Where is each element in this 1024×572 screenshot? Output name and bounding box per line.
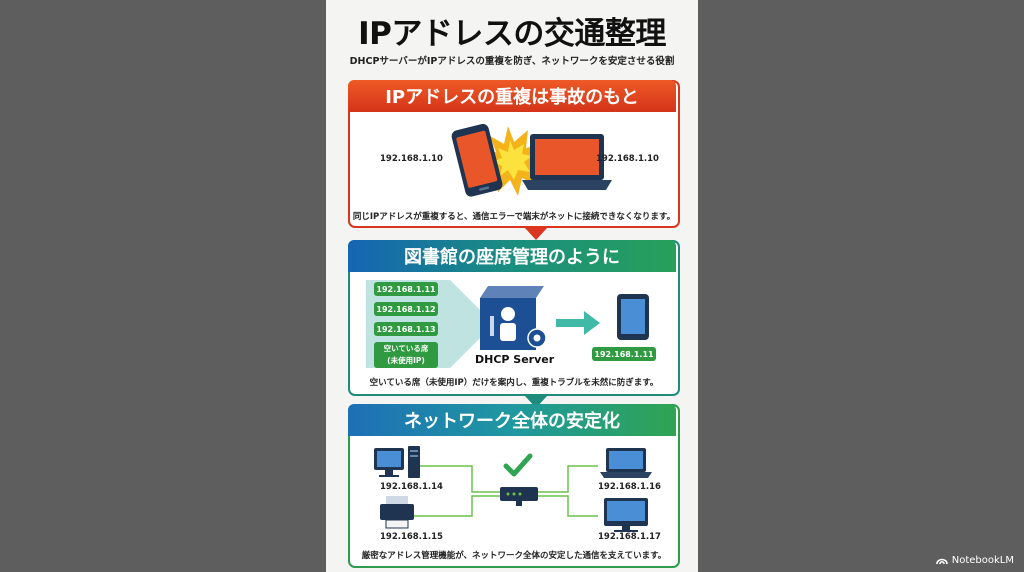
network-topology-illustration (374, 446, 652, 532)
ip-label-right: 192.168.1.10 (596, 154, 659, 164)
tablet-icon (617, 294, 649, 340)
network-links (412, 465, 598, 517)
device-ip-1: 192.168.1.15 (380, 532, 443, 542)
panel-ip-collision-caption: 同じIPアドレスが重複すると、通信エラーで端末がネットに接続できなくなります。 (352, 212, 676, 222)
page-subtitle: DHCPサーバーがIPアドレスの重複を防ぎ、ネットワークを安定させる役割 (349, 56, 675, 67)
checkmark-icon (503, 453, 533, 477)
collision-burst-icon (480, 126, 546, 196)
assigned-ip-pill: 192.168.1.11 (592, 347, 656, 361)
device-ip-0: 192.168.1.14 (380, 482, 443, 492)
laptop-icon (522, 134, 612, 190)
brand-label: NotebookLM (951, 555, 1014, 566)
notebooklm-logo-icon (935, 558, 948, 565)
panel-ip-collision-heading: IPアドレスの重複は事故のもと (348, 80, 676, 112)
desktop-pc-icon (374, 446, 420, 478)
laptop-icon (600, 448, 652, 478)
panel-ip-collision: IPアドレスの重複は事故のもと 192.168.1.10 192.168.1.1… (348, 80, 680, 240)
panel-network-stability-heading: ネットワーク全体の安定化 (348, 404, 676, 436)
panel-network-stability-caption: 厳密なアドレス管理機能が、ネットワーク全体の安定した通信を支えています。 (361, 551, 667, 561)
router-icon (500, 487, 538, 506)
ip-pill-1: 192.168.1.12 (374, 302, 438, 316)
infographic-sheet: IPアドレスの交通整理 DHCPサーバーがIPアドレスの重複を防ぎ、ネットワーク… (326, 0, 698, 572)
free-seat-line1: 空いている席 (383, 344, 429, 353)
page-title: IPアドレスの交通整理 (358, 16, 666, 52)
device-ip-2: 192.168.1.16 (598, 482, 661, 492)
free-seat-line2: (未使用IP) (387, 356, 425, 365)
notebooklm-watermark: NotebookLM (935, 555, 1014, 566)
ip-pill-2: 192.168.1.13 (374, 322, 438, 336)
collision-illustration (451, 123, 612, 197)
free-seat-pill: 空いている席 (未使用IP) (374, 342, 438, 368)
dhcp-server-label: DHCP Server (475, 353, 555, 366)
panel-connector-arrow (525, 228, 547, 240)
smartphone-icon (451, 123, 503, 197)
ip-pill-0: 192.168.1.11 (374, 282, 438, 296)
ip-label-left: 192.168.1.10 (380, 154, 443, 164)
panel-network-stability: ネットワーク全体の安定化 (348, 404, 680, 568)
printer-icon (380, 496, 414, 529)
panel-library-analogy-heading: 図書館の座席管理のように (348, 240, 676, 272)
device-ip-3: 192.168.1.17 (598, 532, 661, 542)
server-box-icon (480, 286, 544, 350)
panel-library-analogy: 図書館の座席管理のように 192.168.1.1 (348, 240, 680, 408)
gear-icon (527, 328, 547, 348)
monitor-icon (604, 498, 648, 532)
panel-library-analogy-caption: 空いている席（未使用IP）だけを案内し、重複トラブルを未然に防ぎます。 (369, 378, 659, 388)
arrow-icon (556, 311, 600, 335)
